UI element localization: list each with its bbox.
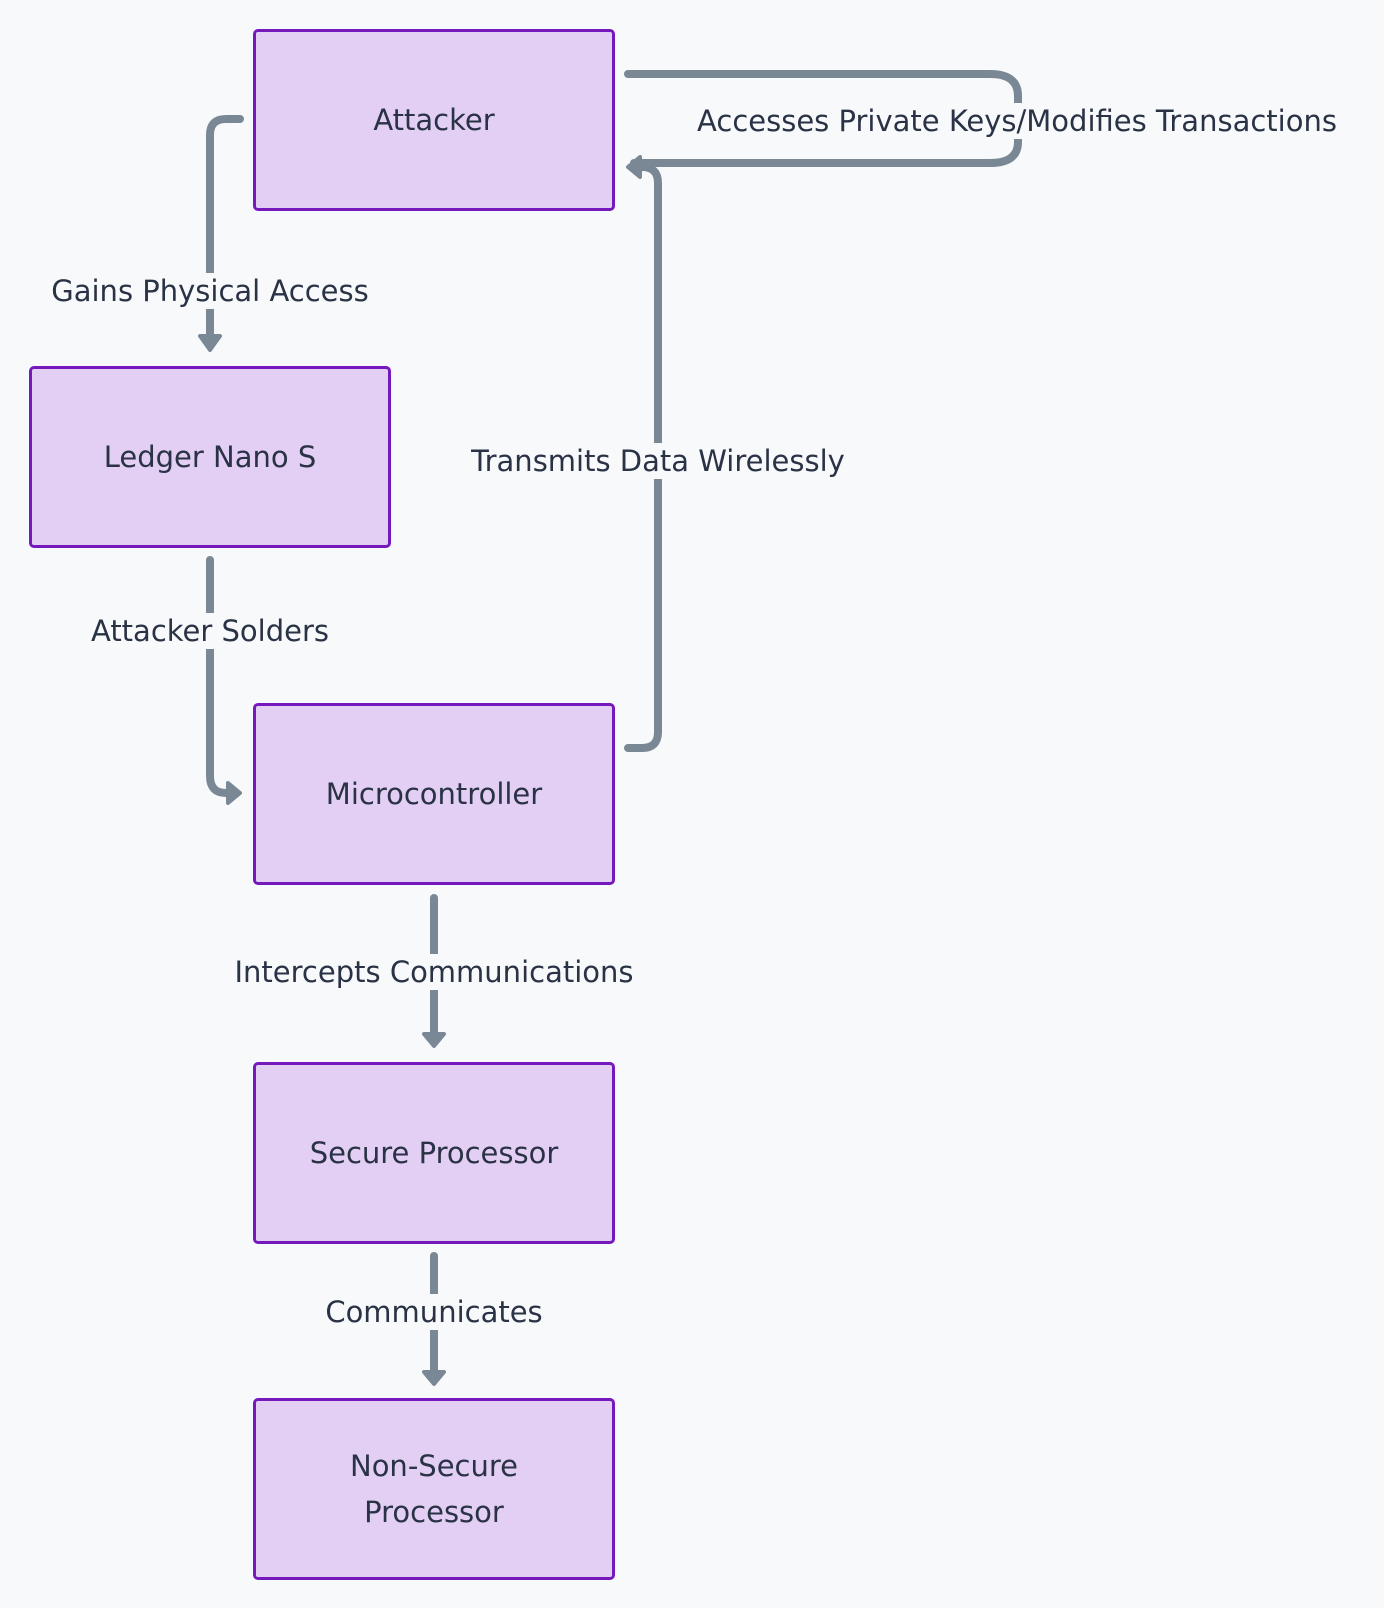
edge-label-intercepts: Intercepts Communications: [232, 954, 636, 990]
arrowhead-intercepts: [422, 1032, 446, 1048]
edge-label-transmits: Transmits Data Wirelessly: [469, 443, 847, 479]
edge-solders: [206, 556, 238, 797]
edge-label-solders: Attacker Solders: [88, 613, 332, 649]
node-ledger-label: Ledger Nano S: [103, 440, 317, 474]
node-attacker: Attacker: [253, 29, 615, 211]
node-secure-processor: Secure Processor: [253, 1062, 615, 1244]
edge-gains-access: [206, 115, 244, 346]
node-non-secure-processor: Non-Secure Processor: [253, 1398, 615, 1580]
edge-label-gains-access: Gains Physical Access: [49, 273, 371, 309]
arrowhead-communicates: [422, 1370, 446, 1386]
arrowhead-solders: [226, 781, 242, 805]
arrowhead-gains-access: [198, 334, 222, 352]
node-nonsecure-label: Non-Secure Processor: [350, 1449, 518, 1529]
node-attacker-label: Attacker: [373, 103, 495, 137]
edge-label-communicates: Communicates: [323, 1294, 545, 1330]
node-microcontroller: Microcontroller: [253, 703, 615, 885]
node-secure-label: Secure Processor: [309, 1136, 559, 1170]
node-ledger-nano-s: Ledger Nano S: [29, 366, 391, 548]
node-microcontroller-label: Microcontroller: [325, 777, 543, 811]
edge-label-accesses: Accesses Private Keys/Modifies Transacti…: [695, 103, 1339, 139]
